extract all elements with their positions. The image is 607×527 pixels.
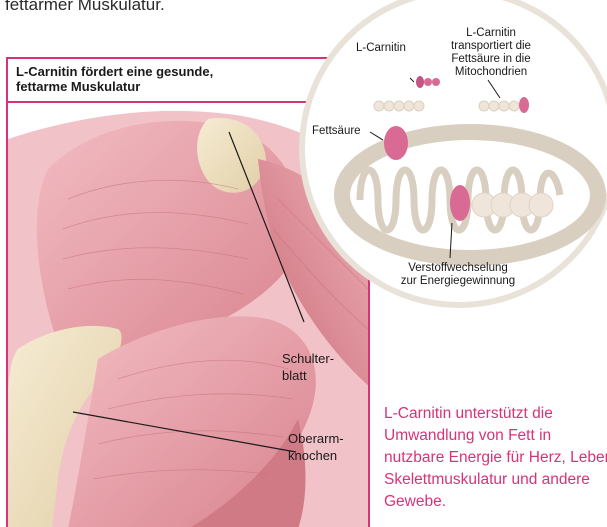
fatty-acid-molecule: [374, 101, 424, 111]
l-carnitin-leader: [410, 78, 414, 82]
l-carnitin-carrier: [384, 126, 408, 160]
fettsaeure-label: Fettsäure: [312, 125, 361, 138]
l-carnitin-label: L-Carnitin: [356, 42, 406, 55]
fettsaeure-leader: [370, 132, 383, 140]
transport-leader: [488, 80, 500, 98]
fatty-acid-chain-inside: [472, 193, 553, 217]
l-carnitin-inside: [450, 185, 470, 221]
fatty-acid-carnitin-complex: [479, 97, 529, 113]
verstoffwechselung-label: Verstoffwechselung zur Energiegewinnung: [388, 262, 528, 288]
transport-label: L-Carnitin transportiert die Fettsäure i…: [436, 27, 546, 79]
